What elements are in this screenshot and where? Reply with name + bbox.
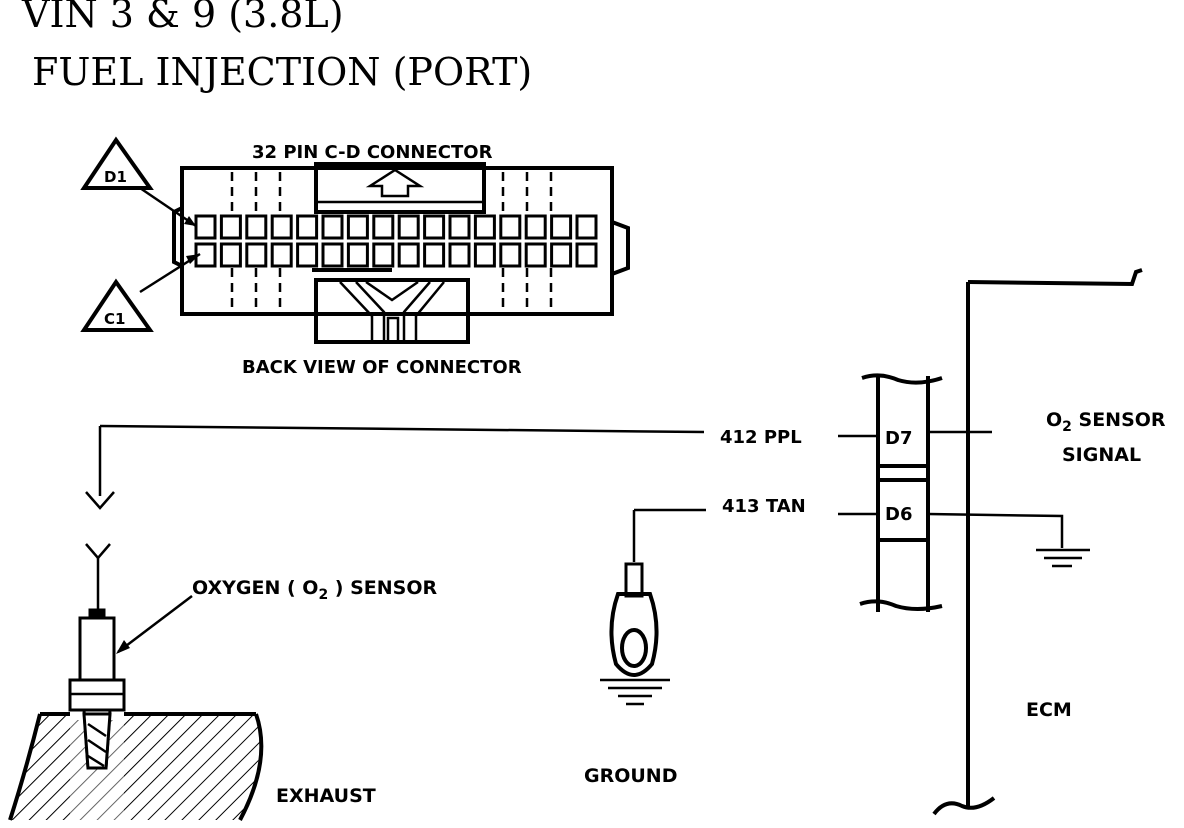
pin-cell-top-7 (346, 214, 369, 240)
oxygen-sensor-label: OXYGEN ( O2 ) SENSOR (192, 577, 438, 603)
pin-cell-top-9 (397, 214, 420, 240)
marker-c1-text: C1 (104, 310, 125, 328)
connector-bottom-label: BACK VIEW OF CONNECTOR (242, 357, 522, 378)
title-line-1: VIN 3 & 9 (3.8L) (21, 0, 344, 36)
pin-cell-top-11 (448, 214, 471, 240)
o2-signal-label-line-1: O2 SENSOR (1046, 409, 1166, 435)
wire-413-label: 413 TAN (722, 496, 806, 517)
pin-d6: D6 (885, 504, 912, 525)
pin-cell-top-2 (219, 214, 242, 240)
ecm-ground-symbol (1036, 548, 1090, 568)
ecm-pin-block: D7 D6 (859, 373, 1064, 612)
pin-cell-top-6 (321, 214, 344, 240)
pin-cell-bottom-12 (473, 242, 496, 268)
ecm-boundary: ECM (932, 268, 1143, 816)
pin-cell-top-15 (550, 214, 573, 240)
connector-drawing: 32 PIN C-D CONNECTOR (80, 136, 630, 378)
marker-d1-text: D1 (104, 168, 127, 186)
pin-cell-top-8 (372, 214, 395, 240)
pin-row-top (194, 214, 598, 240)
pin-cell-bottom-3 (245, 242, 268, 268)
oxygen-sensor-label-suffix: ) SENSOR (328, 577, 437, 599)
pin-cell-top-1 (194, 214, 217, 240)
pin-cell-top-14 (524, 214, 547, 240)
pin-cell-top-3 (245, 214, 268, 240)
wire-413: 413 TAN (632, 496, 878, 562)
ground-terminal (600, 562, 670, 706)
sensor-pointer-arrow (116, 595, 193, 654)
pin-cell-bottom-5 (296, 242, 319, 268)
title-line-2: FUEL INJECTION (PORT) (32, 50, 532, 94)
pin-cell-bottom-16 (575, 242, 598, 268)
ground-label: GROUND (584, 765, 677, 787)
pin-cell-top-4 (270, 214, 293, 240)
marker-d1: D1 (80, 136, 197, 228)
pin-cell-bottom-2 (219, 242, 242, 268)
pin-cell-bottom-8 (372, 242, 395, 268)
pin-cell-top-13 (499, 214, 522, 240)
exhaust-label: EXHAUST (276, 785, 376, 807)
pin-cell-bottom-11 (448, 242, 471, 268)
wire-412: 412 PPL (85, 424, 878, 510)
pin-cell-bottom-4 (270, 242, 293, 268)
pin-cell-bottom-14 (524, 242, 547, 268)
o2-signal-label-line-2: SIGNAL (1062, 444, 1141, 466)
pin-d7: D7 (885, 428, 912, 449)
pin-cell-top-16 (575, 214, 598, 240)
pin-cell-bottom-10 (423, 242, 446, 268)
pin-cell-bottom-7 (346, 242, 369, 268)
o2-signal-prefix: O (1046, 409, 1062, 431)
exhaust-pipe (8, 712, 264, 821)
pin-cell-bottom-9 (397, 242, 420, 268)
pin-cell-top-5 (296, 214, 319, 240)
o2-signal-rest: SENSOR (1072, 409, 1166, 431)
wire-412-label: 412 PPL (720, 427, 802, 448)
pin-cell-bottom-15 (550, 242, 573, 268)
oxygen-sensor-label-subscript: 2 (318, 587, 328, 603)
ecm-label: ECM (1026, 699, 1072, 721)
o2-signal-subscript: 2 (1062, 419, 1072, 435)
marker-c1: C1 (80, 252, 201, 332)
pin-cell-bottom-13 (499, 242, 522, 268)
connector-top-label: 32 PIN C-D CONNECTOR (252, 142, 493, 163)
oxygen-sensor-label-prefix: OXYGEN ( O (192, 577, 318, 599)
pin-cell-top-10 (423, 214, 446, 240)
pin-cell-top-12 (473, 214, 496, 240)
pin-row-bottom (194, 242, 598, 268)
pin-cell-bottom-6 (321, 242, 344, 268)
